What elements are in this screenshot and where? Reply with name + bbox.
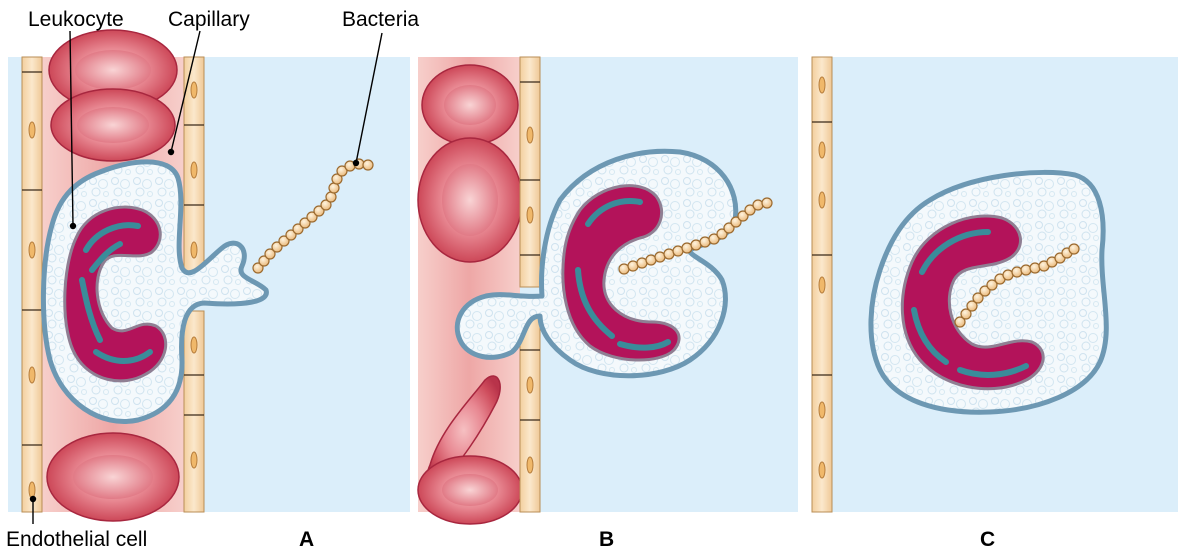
panel-c — [808, 57, 1178, 512]
red-blood-cell-a3 — [47, 433, 179, 521]
label-endothelial-cell: Endothelial cell — [6, 528, 147, 551]
label-bacteria: Bacteria — [342, 8, 419, 31]
label-leukocyte: Leukocyte — [28, 8, 124, 31]
panel-label-a: A — [299, 528, 314, 551]
red-blood-cell-b1 — [422, 65, 518, 145]
panel-label-c: C — [980, 528, 995, 551]
panel-a — [8, 30, 410, 521]
panel-b — [418, 57, 798, 524]
label-capillary: Capillary — [168, 8, 250, 31]
endothelial-wall-left-a — [22, 57, 42, 512]
red-blood-cell-a2 — [51, 89, 175, 161]
red-blood-cell-b2 — [418, 138, 522, 262]
red-blood-cell-b4 — [418, 456, 522, 524]
endothelial-wall-c — [812, 57, 832, 512]
endothelial-wall-b — [520, 57, 540, 512]
panel-label-b: B — [599, 528, 614, 551]
